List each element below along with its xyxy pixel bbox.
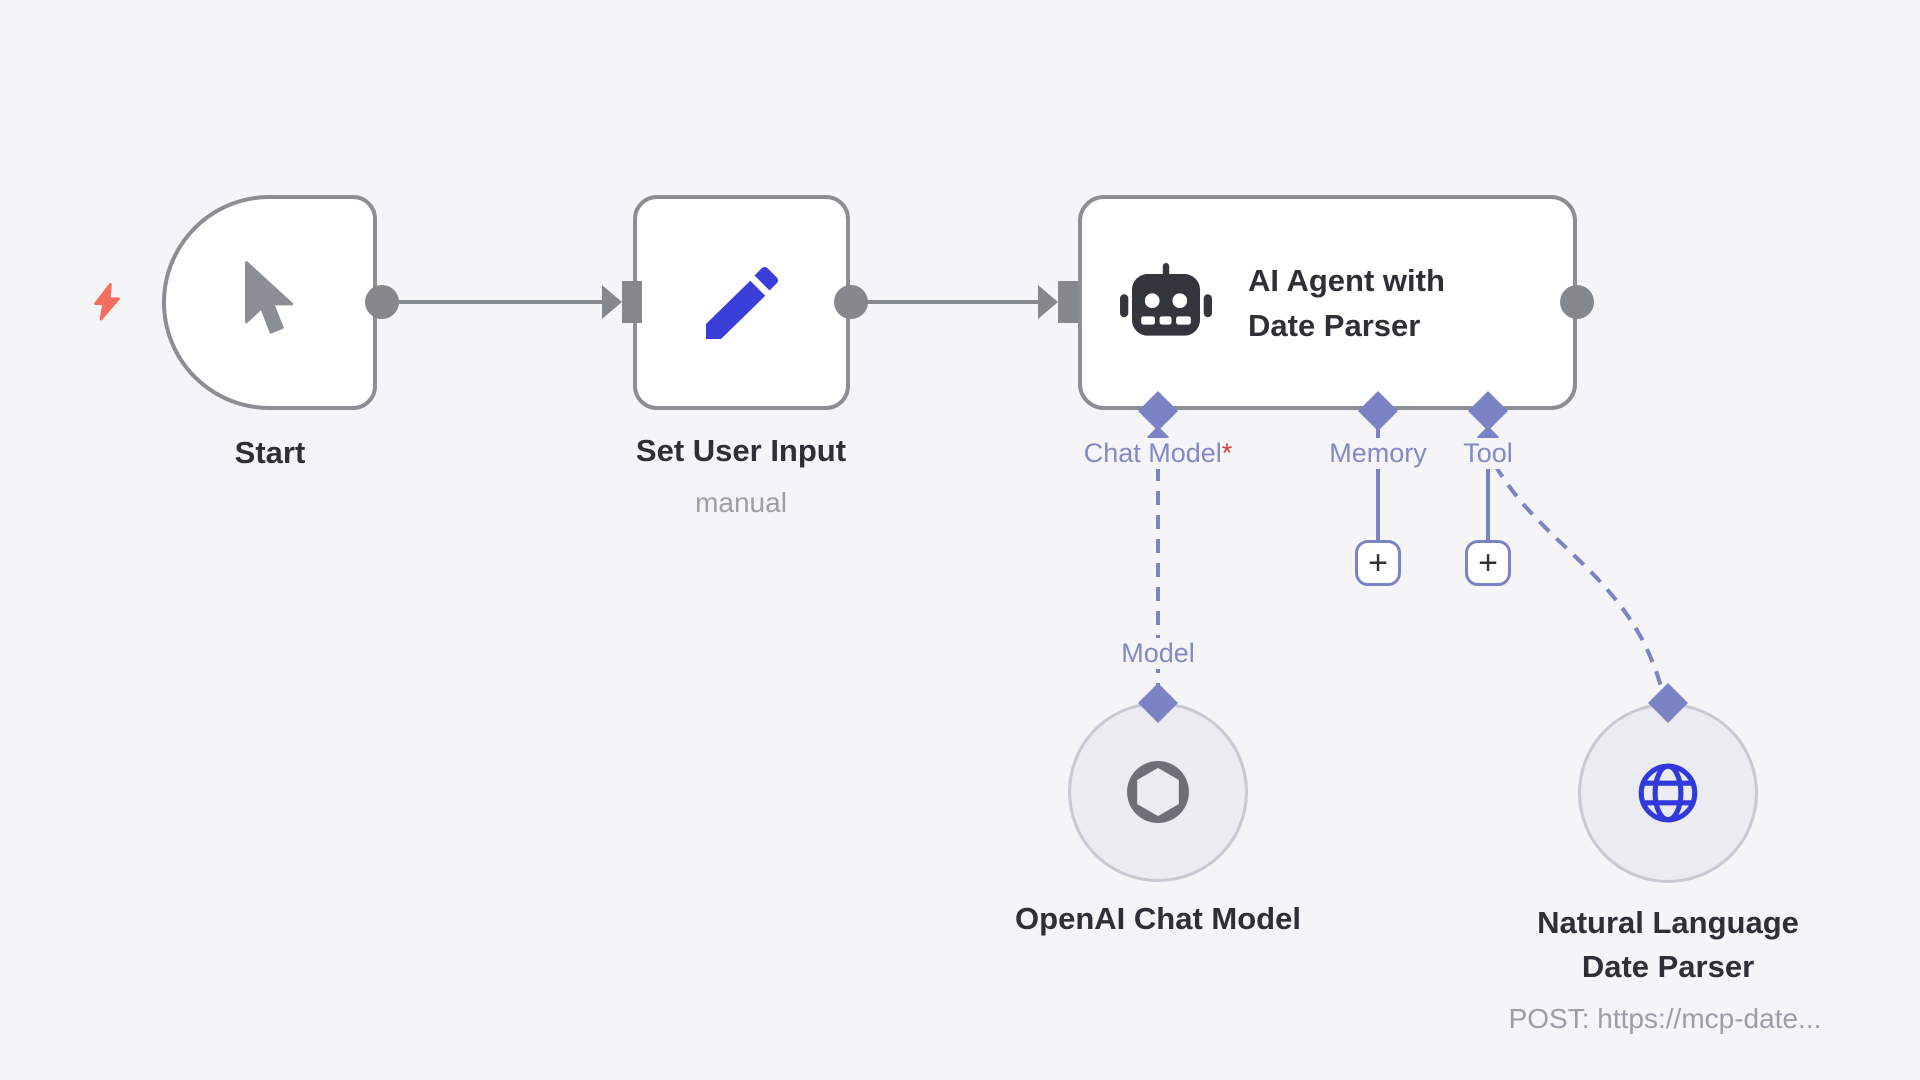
globe-icon [1633, 758, 1703, 828]
output-port-start[interactable] [365, 285, 399, 319]
ai-agent-title: AI Agent with Date Parser [1248, 262, 1445, 343]
arrowhead-into-agent [1038, 285, 1058, 319]
add-memory-button[interactable]: + [1355, 540, 1401, 586]
output-port-ai-agent[interactable] [1560, 285, 1594, 319]
openai-logo-icon [1121, 755, 1195, 829]
node-ai-agent[interactable]: AI Agent with Date Parser [1078, 195, 1577, 410]
input-port-date-parser[interactable] [1648, 683, 1688, 723]
date-parser-label: Natural Language Date Parser [1537, 905, 1799, 984]
pencil-icon [694, 255, 790, 351]
model-port-label: Model [1116, 638, 1200, 669]
chat-model-required-asterisk: * [1221, 438, 1233, 468]
tool-port-label: Tool [1458, 438, 1518, 469]
memory-port-label: Memory [1324, 438, 1432, 469]
set-user-input-label: Set User Input [635, 433, 847, 468]
chat-model-label-text: Chat Model [1083, 438, 1222, 468]
start-node-label: Start [234, 435, 306, 470]
set-user-input-subtitle: manual [695, 487, 787, 518]
node-openai-chat-model[interactable] [1068, 702, 1248, 882]
arrowhead-into-set [602, 285, 622, 319]
robot-icon [1120, 262, 1212, 343]
input-port-ai-agent[interactable] [1058, 281, 1078, 323]
output-port-set-user-input[interactable] [834, 285, 868, 319]
port-tool[interactable] [1468, 391, 1508, 431]
mouse-cursor-icon [237, 258, 303, 348]
input-port-openai-model[interactable] [1138, 683, 1178, 723]
port-chat-model[interactable] [1138, 391, 1178, 431]
openai-chat-model-label: OpenAI Chat Model [1015, 901, 1301, 936]
chat-model-port-label: Chat Model* [1078, 438, 1238, 469]
date-parser-subtitle: POST: https://mcp-date... [1508, 1003, 1822, 1034]
node-start[interactable] [162, 195, 377, 410]
port-memory[interactable] [1358, 391, 1398, 431]
connection-agent-to-tool [1493, 463, 1664, 691]
node-set-user-input[interactable] [633, 195, 850, 410]
add-tool-button[interactable]: + [1465, 540, 1511, 586]
trigger-lightning-icon [90, 283, 124, 321]
input-port-set-user-input[interactable] [622, 281, 642, 323]
